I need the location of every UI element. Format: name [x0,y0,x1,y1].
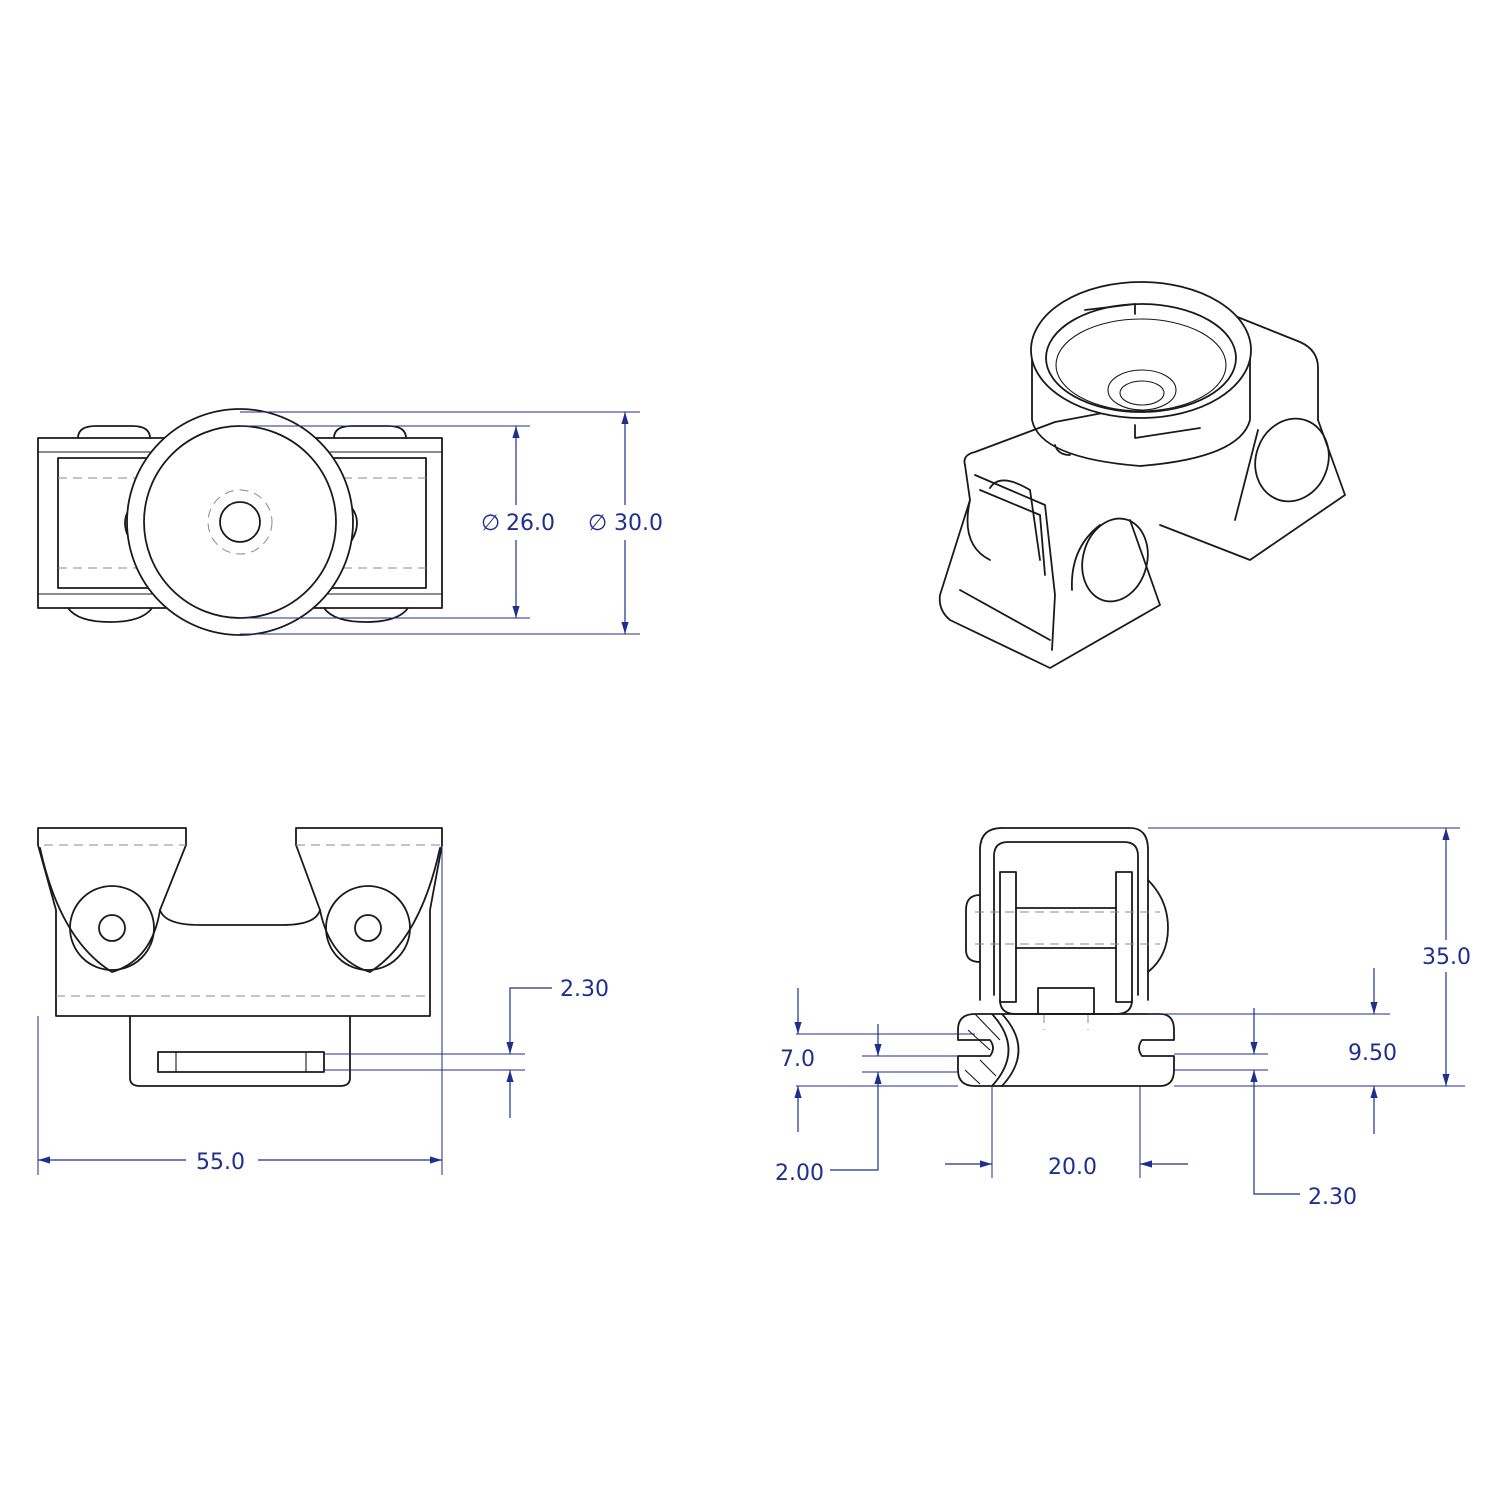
dim-width-20: 20.0 [1048,1155,1097,1180]
dim-slot-2: 2.00 [775,1161,824,1186]
side-view [957,827,1175,1087]
top-view [37,408,443,636]
diameter-symbol-26: ∅ [481,511,500,536]
dim-overall-width: 55.0 [196,1150,245,1175]
dim-front-slot: 2.30 [560,977,609,1002]
dim-height-9-50: 9.50 [1348,1041,1397,1066]
dim-top-view [240,411,640,635]
isometric-view [938,281,1346,669]
front-view [37,827,443,1087]
diameter-symbol-30: ∅ [588,511,607,536]
dim-height-35: 35.0 [1422,945,1471,970]
dim-side-slot: 2.30 [1308,1185,1357,1210]
dim-front-view [37,845,552,1175]
dim-side-view [794,827,1465,1195]
dim-outer-diameter: 30.0 [614,511,663,536]
dim-inner-diameter: 26.0 [506,511,555,536]
dim-height-7: 7.0 [780,1047,815,1072]
